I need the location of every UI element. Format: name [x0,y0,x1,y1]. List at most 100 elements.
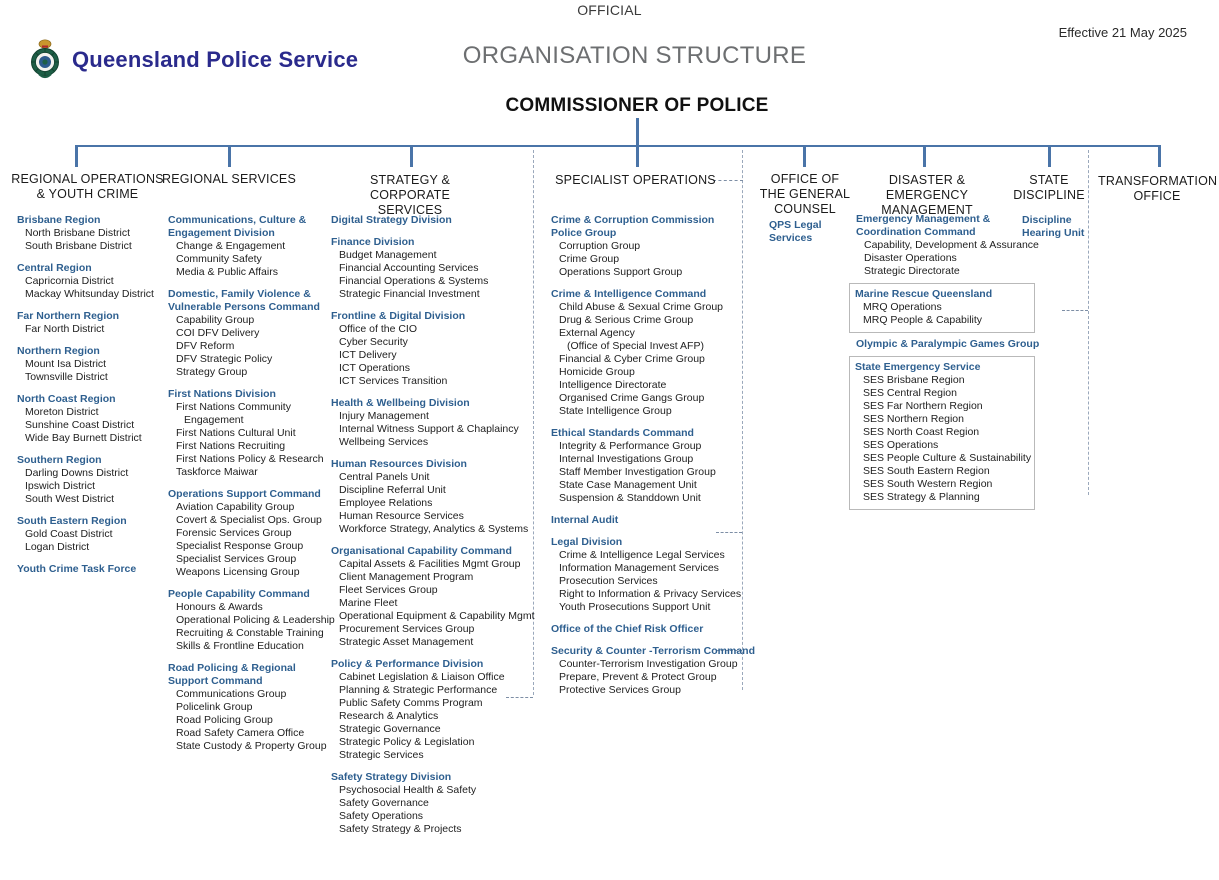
connector-drop-3 [410,145,413,167]
group-item: SES North Coast Region [863,426,980,438]
group-item: Crime Group [559,253,620,265]
group-item: Strategic Governance [339,723,441,735]
group-item: SES Far Northern Region [863,400,983,412]
group-item: Intelligence Directorate [559,379,667,391]
column-header-transformation-office: TRANSFORMATION OFFICE [1098,174,1217,204]
group-heading: Health & Wellbeing Division [331,397,470,409]
group-item: Organised Crime Gangs Group [559,392,705,404]
connector-drop-4 [636,145,639,167]
column-header-line: REGIONAL SERVICES [162,172,296,186]
group-item: Specialist Services Group [176,553,297,565]
group-item: Policelink Group [176,701,253,713]
group-item: Covert & Specialist Ops. Group [176,514,322,526]
group-heading: Engagement Division [168,227,275,239]
group-item: Far North District [25,323,105,335]
column-header-line: COUNSEL [774,202,836,216]
separator-dashed-transformation-left [1088,150,1089,495]
group-heading: Hearing Unit [1022,227,1085,239]
column-header-specialist-operations: SPECIALIST OPERATIONS [548,173,723,188]
group-item: North Brisbane District [25,227,131,239]
group-heading: Discipline [1022,214,1072,226]
group-heading: Youth Crime Task Force [17,563,137,575]
group-item: Information Management Services [559,562,719,574]
group-item: Cabinet Legislation & Liaison Office [339,671,505,683]
group-item: Strategic Financial Investment [339,288,480,300]
group-item: Procurement Services Group [339,623,475,635]
column-header-line: STATE [1029,173,1069,187]
group-item: Client Management Program [339,571,474,583]
group-item: Financial Operations & Systems [339,275,489,287]
group-item: Prepare, Prevent & Protect Group [559,671,717,683]
group-item: Fleet Services Group [339,584,438,596]
column-body-state-discipline: Discipline Hearing Unit [1022,214,1102,240]
group-item: Skills & Frontline Education [176,640,304,652]
group-item: Workforce Strategy, Analytics & Systems [339,523,529,535]
group-heading: Security & Counter -Terrorism Command [551,645,756,657]
separator-dashed-specialist-left [533,150,534,695]
boxed-group-marine-rescue-queensland: Marine Rescue Queensland MRQ Operations … [849,283,1035,333]
group-item: Injury Management [339,410,429,422]
column-header-line: THE GENERAL [759,187,851,201]
group-item: Internal Witness Support & Chaplaincy [339,423,519,435]
group-item: Budget Management [339,249,437,261]
group-item: Internal Investigations Group [559,453,694,465]
group-heading: Services [769,232,813,244]
group-item: Employee Relations [339,497,433,509]
group-item: Townsville District [25,371,108,383]
group-item: Crime & Intelligence Legal Services [559,549,725,561]
group-item: Counter-Terrorism Investigation Group [559,658,738,670]
connector-drop-8 [1158,145,1161,167]
connector-drop-2 [228,145,231,167]
group-item: Safety Strategy & Projects [339,823,462,835]
group-item: Capital Assets & Facilities Mgmt Group [339,558,521,570]
group-heading: Safety Strategy Division [331,771,452,783]
group-heading: Far Northern Region [17,310,120,322]
group-item: Road Safety Camera Office [176,727,305,739]
group-item: External Agency [559,327,635,339]
group-heading: Crime & Corruption Commission [551,214,715,226]
link-dash-chief-risk-officer [716,650,742,651]
group-item: Operational Equipment & Capability Mgmt [339,610,535,622]
group-heading: Digital Strategy Division [331,214,452,226]
group-item: Drug & Serious Crime Group [559,314,694,326]
group-item: Taskforce Maiwar [176,466,258,478]
group-item: Aviation Capability Group [176,501,295,513]
column-header-line: SERVICES [377,203,443,217]
group-heading: Marine Rescue Queensland [855,288,993,300]
group-item: Psychosocial Health & Safety [339,784,477,796]
group-item: Financial & Cyber Crime Group [559,353,705,365]
group-item: Corruption Group [559,240,641,252]
group-item: Cyber Security [339,336,408,348]
group-heading: Coordination Command [856,226,976,238]
group-item: SES South Eastern Region [863,465,990,477]
group-item: Strategy Group [176,366,248,378]
group-item: Mount Isa District [25,358,107,370]
group-heading: Legal Division [551,536,623,548]
group-item: Public Safety Comms Program [339,697,483,709]
group-heading: South Eastern Region [17,515,127,527]
group-heading: Brisbane Region [17,214,101,226]
group-item: Forensic Services Group [176,527,292,539]
group-heading: Support Command [168,675,263,687]
group-item: Disaster Operations [864,252,957,264]
group-heading: Emergency Management & [856,213,991,225]
connector-drop-5 [803,145,806,167]
group-heading: Ethical Standards Command [551,427,694,439]
group-heading: Southern Region [17,454,102,466]
page-title-text: ORGANISATION STRUCTURE [462,42,807,69]
column-body-strategy-corporate-services: Digital Strategy Division Finance Divisi… [331,214,535,836]
group-item: SES Brisbane Region [863,374,965,386]
group-item: Operational Policing & Leadership [176,614,335,626]
group-heading: Police Group [551,227,617,239]
group-item: Protective Services Group [559,684,681,696]
group-item: Road Policing Group [176,714,273,726]
group-item: State Case Management Unit [559,479,697,491]
group-item: Communications Group [176,688,287,700]
column-body-specialist-operations: Crime & Corruption Commission Police Gro… [551,214,756,697]
group-item: Community Safety [176,253,262,265]
column-header-regional-operations-youth-crime: REGIONAL OPERATIONS & YOUTH CRIME [5,172,170,202]
group-heading: Finance Division [331,236,415,248]
link-dash-state-discipline [1062,310,1088,311]
column-header-line: SPECIALIST OPERATIONS [555,173,716,187]
page-title: ORGANISATION STRUCTURE [0,42,1219,70]
